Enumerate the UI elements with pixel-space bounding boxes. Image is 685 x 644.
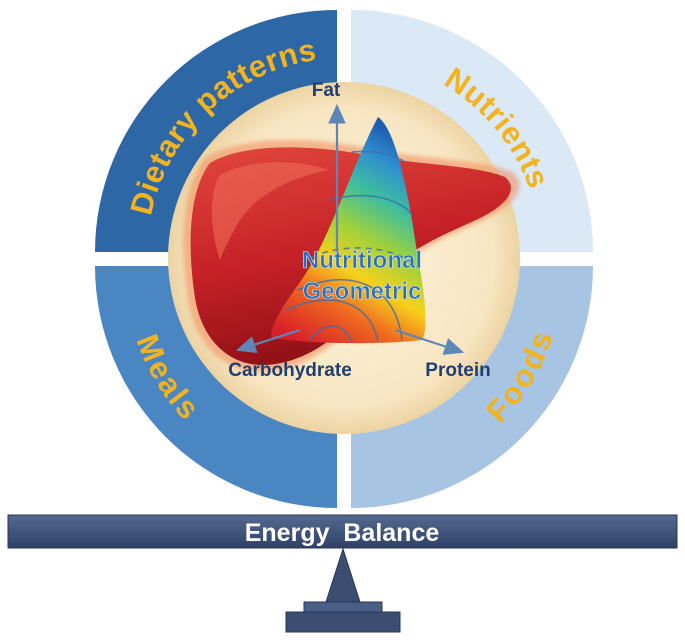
axis-label-carbohydrate: Carbohydrate [228,360,352,381]
liver-highlight [211,162,330,260]
center-text-line2: Geometric [303,278,422,305]
contour-lines [285,150,419,344]
nutrition-triangle [271,117,426,344]
center-text-line1: Nutritional [302,247,422,274]
protein-axis-arrow [394,328,465,355]
axis-label-protein: Protein [425,360,490,381]
fulcrum-triangle [325,547,361,603]
fulcrum-base-top [303,601,383,613]
carbohydrate-axis-arrow [235,328,301,353]
energy-balance-label: Energy Balance [245,519,440,547]
axis-label-fat: Fat [312,80,341,101]
energy-balance-beam [7,514,678,549]
fulcrum-base-bottom [285,611,401,633]
